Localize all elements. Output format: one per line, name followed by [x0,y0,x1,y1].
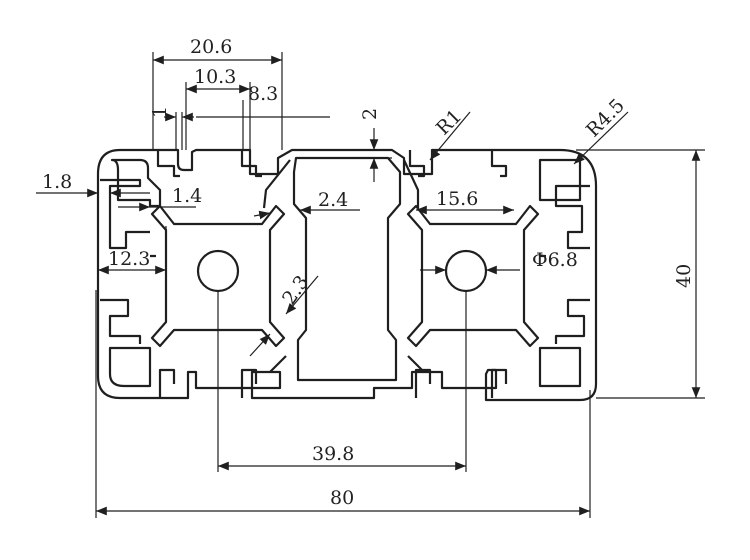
right-lower-rail [554,298,590,344]
dim-2-4-arrow-a [253,210,271,220]
label-r1: R1 [432,105,466,139]
left-lower-pocket [108,346,152,388]
dimension-labels: 20.6 10.3 8.3 1 2 R1 R4.5 1.8 1.4 2.4 15… [42,36,695,509]
label-15-6: 15.6 [436,188,478,210]
dim-r1-leader [429,111,471,161]
left-upper-pocket [110,158,162,208]
profile-outline [96,148,598,402]
right-center-bore [444,249,488,293]
dim-2-3-leader-a [285,275,319,315]
label-8-3: 8.3 [248,83,278,105]
top-slot-right-tabs [408,150,508,178]
label-10-3: 10.3 [194,66,236,88]
label-2-4: 2.4 [318,189,348,211]
left-center-bore [196,249,240,293]
outer-boundary [96,148,598,402]
label-phi-6-8: Φ6.8 [532,249,578,271]
center-chamber [292,156,402,382]
label-1-8: 1.8 [42,171,72,193]
left-lower-rail [100,298,142,344]
web-diagonals [150,159,546,373]
label-2: 2 [359,108,381,120]
label-1: 1 [149,106,171,118]
dim-r4-5-leader [573,111,629,165]
label-2-3: 2.3 [278,271,313,308]
label-1-4: 1.4 [172,185,202,207]
right-lower-pocket [538,346,582,388]
label-20-6: 20.6 [190,36,232,58]
dimension-lines [36,52,705,518]
dim-2-3-leader-b [249,333,271,357]
label-39-8: 39.8 [312,443,354,465]
left-upper-rail [100,178,150,250]
left-core [150,204,286,348]
label-40: 40 [673,264,695,288]
bottom-slot-tabs [158,368,508,398]
label-80: 80 [330,487,354,509]
right-upper-pocket [538,158,582,202]
top-slot-left-tabs [156,150,262,178]
right-core [406,204,540,348]
label-12-3: 12.3 [108,248,150,270]
right-upper-rail [554,184,590,250]
